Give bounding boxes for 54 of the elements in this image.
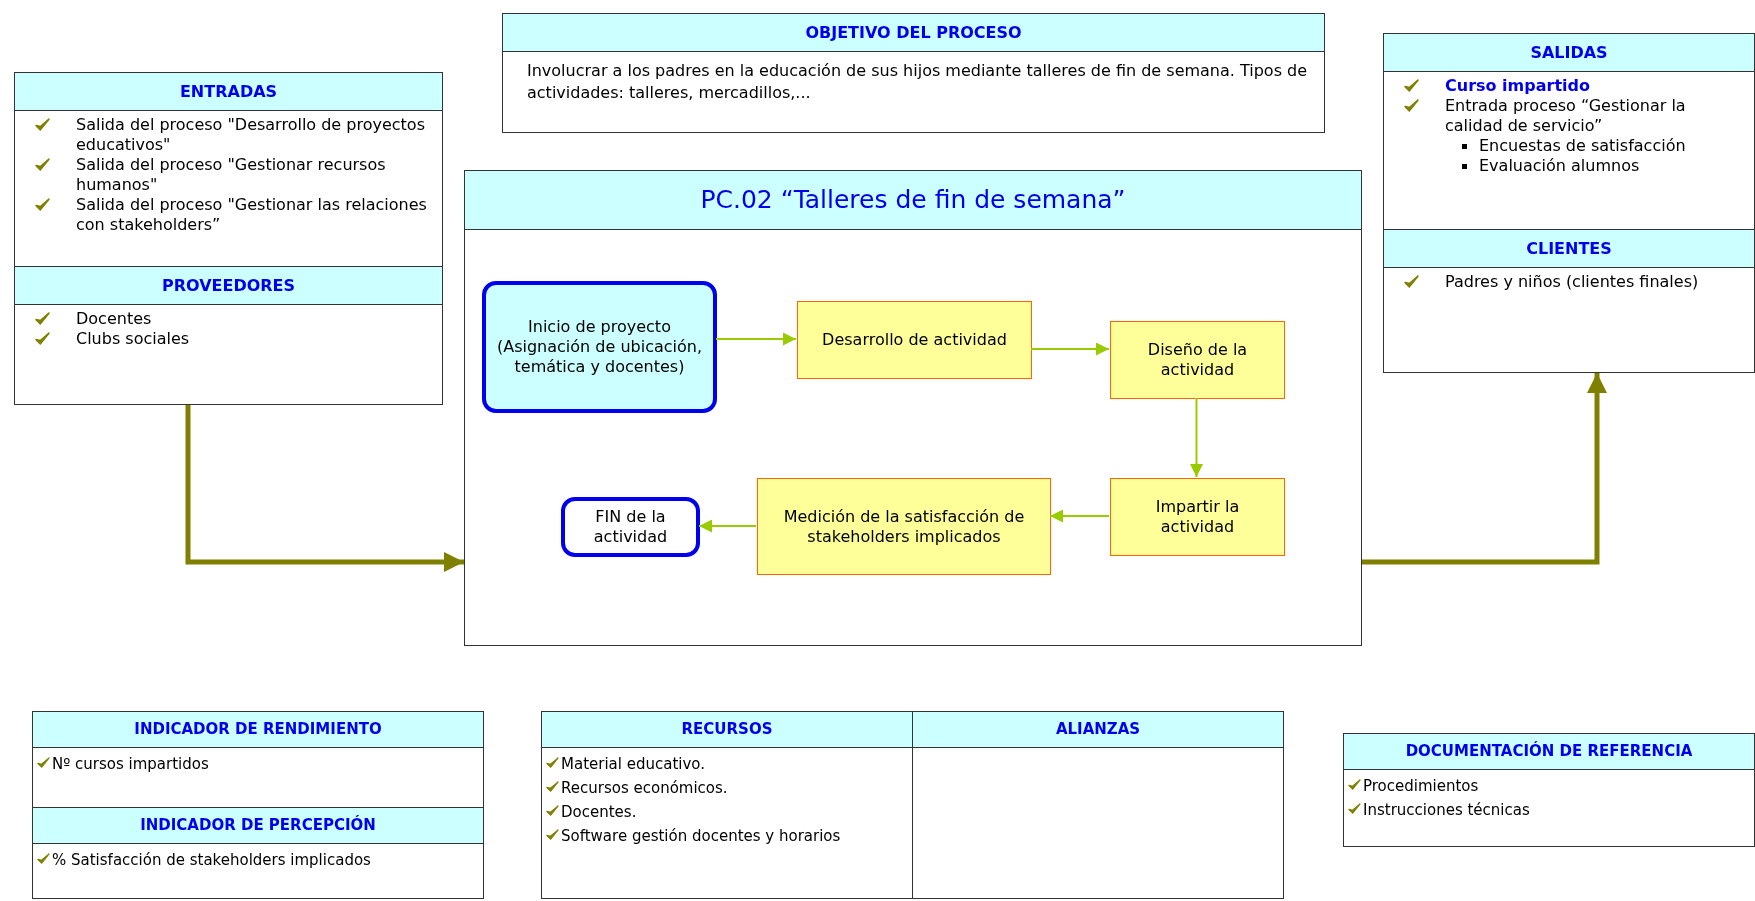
list-item-text: Entrada proceso “Gestionar la calidad de servicio” (1445, 96, 1687, 136)
process-step-box: Impartir la actividad (1110, 478, 1285, 556)
section-header: ENTRADAS (15, 73, 442, 111)
section-header: PROVEEDORES (15, 267, 442, 305)
arrow (1030, 342, 1110, 356)
section-header: INDICADOR DE PERCEPCIÓN (33, 808, 483, 844)
process-step-box: Diseño de la actividad (1110, 321, 1285, 399)
list-item-text: Salida del proceso "Gestionar las relaciones con stakeholders” (76, 195, 428, 235)
section-box (1383, 33, 1755, 230)
terminal-box: FIN de la actividad (561, 497, 700, 557)
process-panel (464, 170, 1362, 646)
objective-text: Involucrar a los padres en la educación de sus hijos mediante talleres de fin de semana. Tipos de actividades: talleres, mercadillos,... (526, 60, 1309, 104)
list-item-text: Nº cursos impartidos (52, 754, 209, 775)
list-item-text: % Satisfacción de stakeholders implicados (52, 850, 371, 871)
terminal-box: Inicio de proyecto (Asignación de ubicación, temática y docentes) (482, 281, 717, 413)
list-item-text: Software gestión docentes y horarios (561, 826, 841, 847)
list-item-text: Docentes (76, 309, 152, 329)
list-item-text: Padres y niños (clientes finales) (1445, 272, 1699, 292)
section-box (14, 267, 443, 405)
list-item-text: Salida del proceso "Gestionar recursos humanos" (76, 155, 387, 195)
section-header: DOCUMENTACIÓN DE REFERENCIA (1344, 734, 1754, 770)
process-step-box: Desarrollo de actividad (797, 301, 1032, 379)
list-item-text: Docentes. (561, 802, 637, 823)
arrow (698, 519, 757, 533)
section-header: CLIENTES (1384, 230, 1754, 268)
process-step-box: Medición de la satisfacción de stakeholders implicados (757, 478, 1051, 575)
list-item-text: Clubs sociales (76, 329, 190, 349)
arrow (715, 332, 797, 346)
list-item-text: Salida del proceso "Desarrollo de proyectos educativos" (76, 115, 426, 155)
section-header: RECURSOS (542, 712, 912, 748)
list-item-text: Procedimientos (1363, 776, 1479, 797)
section-box (1383, 230, 1755, 373)
section-header: SALIDAS (1384, 34, 1754, 72)
arrow (185, 405, 464, 572)
section-header: ALIANZAS (913, 712, 1283, 748)
section-header: OBJETIVO DEL PROCESO (503, 14, 1324, 52)
section-header: INDICADOR DE RENDIMIENTO (33, 712, 483, 748)
arrow (1362, 373, 1607, 565)
list-item-text: Instrucciones técnicas (1363, 800, 1530, 821)
section-box (913, 711, 1284, 899)
list-item-text: Material educativo. (561, 754, 705, 775)
section-box (1343, 733, 1755, 847)
arrow (1190, 397, 1203, 478)
section-box (541, 711, 913, 899)
list-item-text: Encuestas de satisfacción (1479, 136, 1686, 156)
section-box (14, 72, 443, 267)
list-item-text: Recursos económicos. (561, 778, 728, 799)
arrow (1049, 509, 1110, 523)
section-box (32, 808, 484, 899)
section-box (502, 13, 1325, 133)
list-item-text: Evaluación alumnos (1479, 156, 1640, 176)
process-title: PC.02 “Talleres de fin de semana” (465, 171, 1361, 230)
section-box (32, 711, 484, 808)
list-item-text: Curso impartido (1445, 76, 1590, 96)
